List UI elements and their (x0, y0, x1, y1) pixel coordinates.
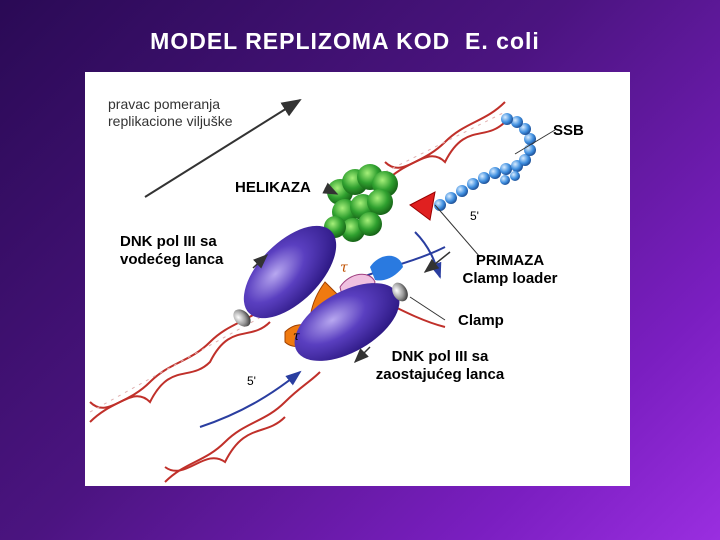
ssb-label: SSB (553, 122, 584, 139)
ssb-bead-chain (434, 113, 556, 211)
five-prime-bottom: 5' (247, 374, 256, 388)
polymerase-leading-label: DNK pol III sa vodećeg lanca (120, 233, 224, 268)
polymerase-leading-shape (243, 225, 337, 319)
parental-dna-helix (384, 101, 506, 183)
tau-bottom: τ (293, 329, 300, 343)
fork-direction-arrow (144, 98, 302, 198)
helicase-label: HELIKAZA (235, 179, 311, 196)
clamp-loader-text: Clamp loader (462, 270, 558, 287)
primase-label: PRIMAZA Clamp loader (445, 252, 575, 288)
direction-label: pravac pomeranja replikacione viljuške (108, 96, 233, 129)
polymerase-lagging-shape (294, 283, 400, 361)
helicase-complex (324, 164, 398, 242)
clamp-label: Clamp (458, 312, 504, 329)
tau-top: τ (340, 260, 348, 276)
replisome-diagram: 5' 5' τ τ (89, 98, 556, 483)
lagging-strand-dna (164, 231, 446, 483)
five-prime-top: 5' (470, 209, 479, 223)
polymerase-lagging-label: DNK pol III sa zaostajućeg lanca (375, 348, 505, 383)
page-title: MODEL REPLIZOMA KOD E. coli (150, 28, 540, 54)
replisome-diagram-panel: 5' 5' τ τ pravac pomeranja replikacione … (85, 72, 630, 486)
primase-text: PRIMAZA (475, 252, 545, 269)
primase-shape (409, 191, 436, 221)
